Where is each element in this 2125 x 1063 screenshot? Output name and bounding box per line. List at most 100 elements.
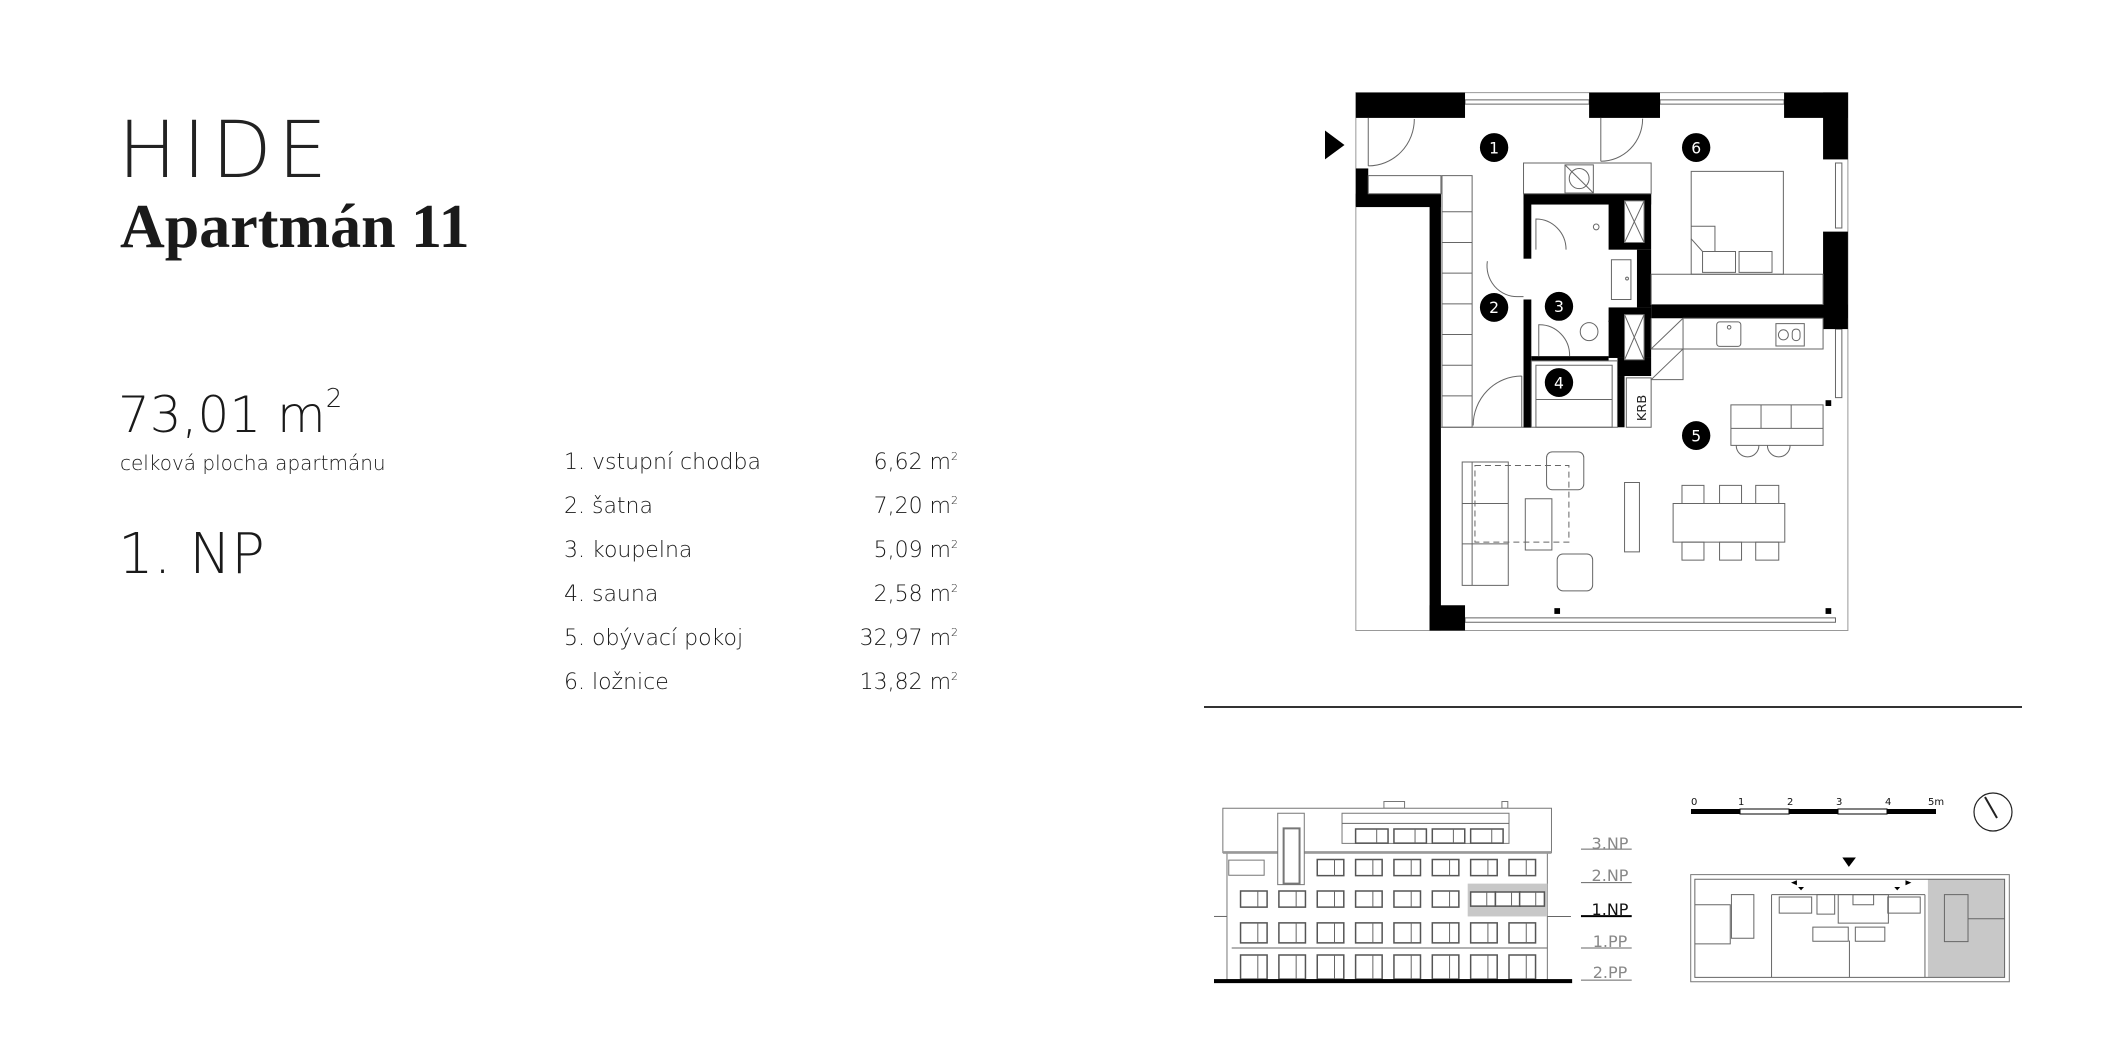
scale-tick: 2 [1787, 797, 1793, 808]
window [1356, 860, 1383, 876]
window [1279, 923, 1306, 943]
door [1279, 955, 1306, 979]
north-compass-icon [1973, 792, 2013, 832]
window [1471, 860, 1498, 876]
room-badge-4: 4 [1544, 368, 1574, 397]
room-row: 6. ložnice 13,82 m2 [564, 670, 958, 700]
scale-tick: 0 [1691, 797, 1697, 808]
door [1241, 955, 1268, 979]
ground-line [1214, 979, 1573, 984]
window-apartment [1520, 892, 1545, 906]
window [1660, 100, 1784, 104]
door [1317, 955, 1344, 979]
apartment-highlight-keyplan [1927, 879, 2005, 978]
elevation-windows [1241, 829, 1545, 979]
floor-label-1pp[interactable]: 1.PP [1593, 932, 1628, 951]
window [1317, 923, 1344, 943]
room-label: 2. šatna [564, 494, 653, 519]
floor-label-1np-active[interactable]: 1.NP [1592, 900, 1629, 919]
scale-tick: 4 [1885, 797, 1891, 808]
window [1394, 829, 1426, 843]
room-badge-1: 1 [1479, 133, 1509, 162]
floor-label-2pp[interactable]: 2.PP [1593, 963, 1628, 982]
window [1241, 923, 1268, 943]
window [1394, 891, 1421, 907]
room-area: 5,09 m2 [873, 538, 958, 563]
room-badge-3: 3 [1544, 291, 1574, 321]
room-row: 2. šatna 7,20 m2 [564, 494, 958, 524]
entrance-arrow-icon [1842, 857, 1856, 867]
svg-text:6: 6 [1691, 138, 1701, 157]
total-area-value: 73,01 m [118, 386, 326, 444]
door [1356, 955, 1383, 979]
door [1509, 955, 1536, 979]
floor-label-2np[interactable]: 2.NP [1592, 866, 1629, 885]
floor-labels: 3.NP 2.NP 1.NP 1.PP 2.PP [1592, 834, 1629, 982]
scale-tick: 5m [1928, 797, 1944, 808]
shafts [1625, 201, 1644, 360]
room-area: 13,82 m2 [859, 670, 958, 695]
window [1471, 923, 1498, 943]
window-apartment [1495, 892, 1520, 906]
furniture: KRB [1368, 163, 1832, 614]
window [1471, 829, 1503, 843]
window [1317, 860, 1344, 876]
room-label: 4. sauna [564, 582, 659, 607]
window-apartment [1471, 892, 1496, 906]
window [1465, 618, 1835, 622]
key-plan [1691, 857, 2010, 981]
total-area-caption: celková plocha apartmánu [120, 451, 386, 475]
svg-text:5: 5 [1691, 426, 1701, 445]
window [1432, 860, 1459, 876]
room-area: 2,58 m2 [873, 582, 958, 607]
fireplace-label: KRB [1635, 395, 1650, 421]
room-label: 6. ložnice [564, 670, 669, 695]
window [1356, 923, 1383, 943]
walls [1355, 92, 1848, 631]
window [1432, 923, 1459, 943]
room-label: 3. koupelna [564, 538, 693, 563]
window [1835, 329, 1841, 398]
window [1465, 100, 1589, 104]
scale-bar: 0 1 2 3 4 5m [1691, 797, 1944, 815]
doors [1368, 118, 1642, 427]
svg-text:2: 2 [1489, 298, 1499, 317]
window [1279, 891, 1306, 907]
total-area-unit-sup: 2 [325, 384, 343, 414]
room-badge-2: 2 [1479, 292, 1509, 322]
room-area: 6,62 m2 [873, 450, 958, 475]
floor-label-3np[interactable]: 3.NP [1592, 834, 1629, 853]
floor-label: 1. NP [118, 522, 265, 587]
scale-tick: 3 [1836, 797, 1842, 808]
door [1432, 955, 1459, 979]
window [1432, 829, 1464, 843]
room-area: 7,20 m2 [873, 494, 958, 519]
door [1471, 955, 1498, 979]
elevation-and-key-plan [1214, 802, 2009, 984]
room-row: 1. vstupní chodba 6,62 m2 [564, 450, 958, 480]
window [1394, 860, 1421, 876]
scale-tick: 1 [1738, 797, 1744, 808]
apartment-title: Apartmán 11 [120, 193, 470, 261]
room-row: 3. koupelna 5,09 m2 [564, 538, 958, 568]
window [1509, 860, 1536, 876]
section-divider [1204, 706, 2022, 708]
svg-text:3: 3 [1554, 297, 1564, 316]
room-label: 1. vstupní chodba [564, 450, 761, 475]
room-area: 32,97 m2 [859, 626, 958, 651]
svg-text:4: 4 [1554, 373, 1564, 392]
window [1317, 891, 1344, 907]
entrance-arrow-icon [1325, 130, 1345, 160]
total-area: 73,01 m2 [118, 386, 342, 440]
room-number-badges: 1 2 3 4 5 6 [1479, 133, 1711, 451]
window [1356, 891, 1383, 907]
floor-plan: KRB [1325, 93, 1848, 631]
window [1394, 923, 1421, 943]
window [1241, 891, 1268, 907]
room-badge-5: 5 [1681, 421, 1711, 451]
svg-text:1: 1 [1489, 138, 1499, 157]
brand-name: HIDE [118, 106, 334, 196]
window [1356, 829, 1388, 843]
